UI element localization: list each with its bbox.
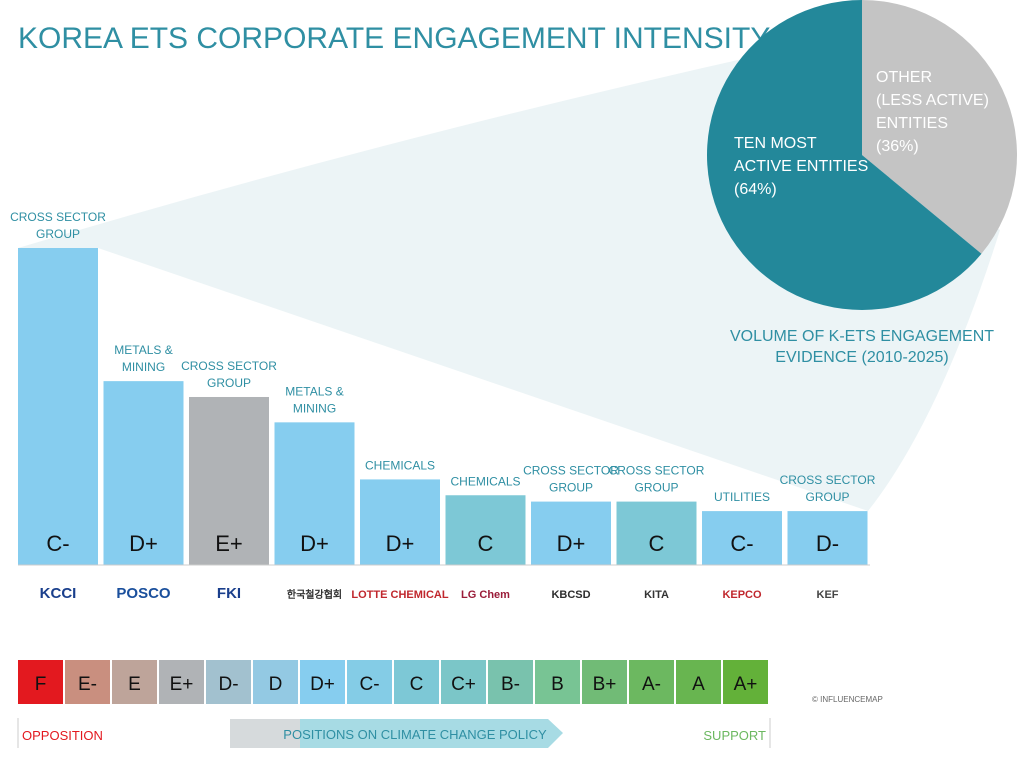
- grade-box: [347, 660, 392, 704]
- grade-label: D+: [310, 674, 335, 695]
- grade-box: [723, 660, 768, 704]
- bar-sector-label: METALS &: [285, 384, 343, 398]
- bar-grade-label: D+: [557, 531, 586, 556]
- bar-grade-label: D+: [300, 531, 329, 556]
- pie-title: VOLUME OF K-ETS ENGAGEMENT: [730, 328, 994, 345]
- bar-sector-label: GROUP: [634, 481, 678, 495]
- grade-box: [582, 660, 627, 704]
- bar: [274, 422, 355, 565]
- entity-logo: LG Chem: [461, 589, 510, 601]
- grade-label: E-: [78, 674, 97, 695]
- bar-grade-label: E+: [215, 531, 243, 556]
- bar: [702, 511, 782, 565]
- bar-sector-label: CROSS SECTOR: [609, 464, 705, 478]
- grade-box: [394, 660, 439, 704]
- grade-box: [65, 660, 110, 704]
- bar: [189, 396, 269, 565]
- grade-label: A+: [734, 674, 758, 695]
- bar: [445, 495, 526, 565]
- grade-box: [488, 660, 533, 704]
- grade-label: D: [269, 674, 283, 695]
- pie-label: ACTIVE ENTITIES: [734, 158, 868, 175]
- entity-logo: KEPCO: [722, 589, 762, 601]
- bar-sector-label: UTILITIES: [714, 490, 770, 504]
- bar-sector-label: CHEMICALS: [450, 474, 520, 488]
- bar-sector-label: CHEMICALS: [365, 458, 435, 472]
- grade-label: F: [35, 674, 47, 695]
- bar: [787, 511, 868, 565]
- grade-box: [206, 660, 251, 704]
- grade-label: A: [692, 674, 705, 695]
- grade-box: [112, 660, 157, 704]
- bar-sector-label: METALS &: [114, 343, 172, 357]
- bar-grade-label: D+: [386, 531, 415, 556]
- entity-logo: KBCSD: [551, 589, 590, 601]
- pie-label: OTHER: [876, 69, 932, 86]
- pie-slice: [862, 0, 1017, 254]
- entity-logo: LOTTE CHEMICAL: [351, 589, 448, 601]
- pie-title: EVIDENCE (2010-2025): [775, 349, 948, 366]
- bar-sector-label: CROSS SECTOR: [780, 473, 876, 487]
- bar-sector-label: CROSS SECTOR: [523, 464, 619, 478]
- arrow-start: [230, 719, 300, 748]
- entity-logo: 한국철강협회: [287, 588, 342, 601]
- grade-label: C-: [359, 674, 379, 695]
- bar-grade-label: C: [478, 531, 494, 556]
- entity-logo: KITA: [644, 589, 669, 601]
- bar: [616, 501, 697, 565]
- grade-box: [18, 660, 63, 704]
- grade-label: A-: [642, 674, 661, 695]
- bar-sector-label: MINING: [122, 360, 165, 374]
- grade-label: D-: [218, 674, 238, 695]
- bar-grade-label: C: [649, 531, 665, 556]
- bar-grade-label: D-: [816, 531, 839, 556]
- grade-box: [253, 660, 298, 704]
- copyright: © INFLUENCEMAP: [812, 695, 883, 704]
- opposition-label: OPPOSITION: [22, 728, 103, 743]
- bar: [531, 501, 611, 565]
- pie-label: (64%): [734, 181, 777, 198]
- entity-logo: KCCI: [40, 585, 77, 602]
- bar: [18, 248, 98, 565]
- grade-box: [441, 660, 486, 704]
- grade-box: [535, 660, 580, 704]
- bar-grade-label: C-: [46, 531, 69, 556]
- pie-label: ENTITIES: [876, 115, 948, 132]
- pie-label: (LESS ACTIVE): [876, 92, 989, 109]
- grade-box: [159, 660, 204, 704]
- bar-sector-label: GROUP: [549, 481, 593, 495]
- bar: [360, 479, 440, 565]
- support-label: SUPPORT: [703, 728, 766, 743]
- bar-grade-label: D+: [129, 531, 158, 556]
- bar-sector-label: GROUP: [805, 490, 849, 504]
- bar-sector-label: MINING: [293, 401, 336, 415]
- entity-logo: KEF: [817, 589, 839, 601]
- entity-logo: FKI: [217, 585, 241, 602]
- grade-box: [629, 660, 674, 704]
- pie-slice: [706, 0, 982, 310]
- grade-label: E+: [170, 674, 194, 695]
- bar-sector-label: GROUP: [36, 227, 80, 241]
- entity-logo: POSCO: [116, 585, 171, 602]
- bar-grade-label: C-: [730, 531, 753, 556]
- grade-label: C: [410, 674, 424, 695]
- grade-label: B-: [501, 674, 520, 695]
- bar-sector-label: CROSS SECTOR: [10, 210, 106, 224]
- grade-box: [300, 660, 345, 704]
- grade-label: C+: [451, 674, 476, 695]
- bar: [103, 381, 184, 565]
- bar-sector-label: GROUP: [207, 376, 251, 390]
- pie-label: TEN MOST: [734, 135, 817, 152]
- chart-title: KOREA ETS CORPORATE ENGAGEMENT INTENSITY: [18, 22, 770, 55]
- grade-label: E: [128, 674, 141, 695]
- arrow-label: POSITIONS ON CLIMATE CHANGE POLICY: [283, 727, 547, 742]
- arrow-shape: [300, 719, 563, 748]
- grade-label: B+: [593, 674, 617, 695]
- grade-label: B: [551, 674, 564, 695]
- pie-label: (36%): [876, 138, 919, 155]
- grade-box: [676, 660, 721, 704]
- bar-sector-label: CROSS SECTOR: [181, 359, 277, 373]
